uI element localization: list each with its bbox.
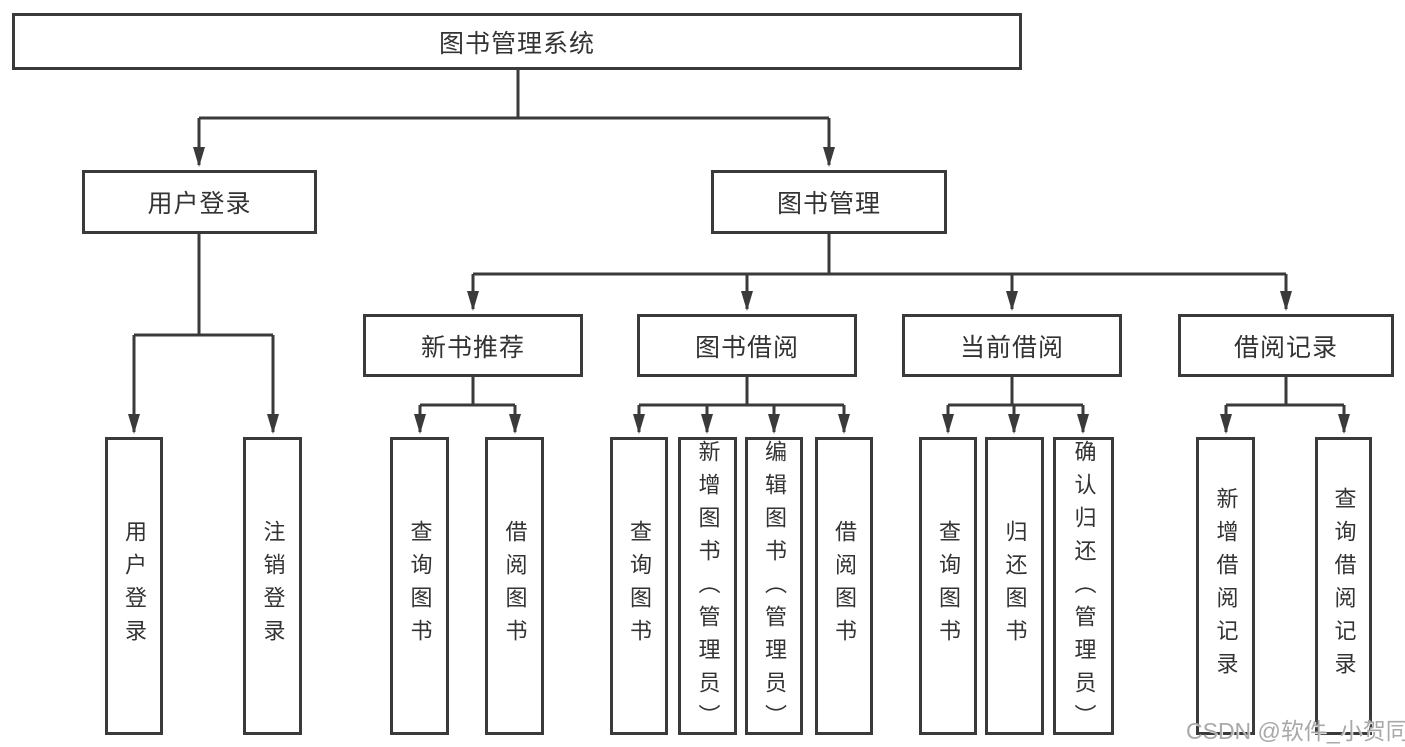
leaf-query-books-nb: 查询图书 [390, 437, 449, 735]
node-borrowing-records: 借阅记录 [1178, 314, 1394, 377]
node-label: 查询借阅记录 [1331, 487, 1357, 685]
node-label: 编辑图书（管理员） [762, 440, 787, 737]
node-book-borrowing: 图书借阅 [637, 314, 857, 377]
leaf-edit-book-admin: 编辑图书（管理员） [745, 437, 803, 737]
node-root: 图书管理系统 [12, 13, 1022, 70]
node-new-book-recommendation: 新书推荐 [363, 314, 583, 377]
node-label: 新增借阅记录 [1213, 487, 1239, 685]
leaf-borrow-books-bb: 借阅图书 [815, 437, 873, 735]
leaf-add-book-admin: 新增图书（管理员） [678, 437, 737, 737]
node-label: 归还图书 [1002, 520, 1028, 652]
leaf-return-books: 归还图书 [985, 437, 1044, 735]
leaf-query-borrow-record: 查询借阅记录 [1315, 437, 1372, 735]
node-label: 当前借阅 [959, 333, 1064, 362]
leaf-query-books-bb: 查询图书 [610, 437, 668, 735]
node-user-login: 用户登录 [82, 170, 317, 234]
node-label: 用户登录 [122, 520, 147, 652]
leaf-add-borrow-record: 新增借阅记录 [1196, 437, 1255, 735]
node-label: 查询图书 [936, 520, 961, 652]
node-label: 用户登录 [147, 190, 252, 218]
watermark: CSDN @软件_小贺同学 [1186, 718, 1405, 744]
node-label: 查询图书 [407, 520, 433, 652]
node-label: 图书管理系统 [438, 29, 595, 58]
node-label: 借阅图书 [502, 520, 528, 652]
node-label: 新书推荐 [420, 333, 525, 362]
node-label: 新增图书（管理员） [695, 440, 721, 737]
node-label: 图书管理 [776, 190, 881, 218]
leaf-confirm-return-admin: 确认归还（管理员） [1053, 437, 1114, 737]
node-label: 查询图书 [627, 520, 652, 652]
leaf-logout: 注销登录 [243, 437, 302, 735]
node-book-management: 图书管理 [711, 170, 947, 234]
node-current-borrowing: 当前借阅 [902, 314, 1122, 377]
node-label: 借阅图书 [832, 520, 857, 652]
leaf-user-login: 用户登录 [105, 437, 163, 735]
leaf-borrow-books-nb: 借阅图书 [485, 437, 544, 735]
node-label: 图书借阅 [694, 333, 799, 362]
node-label: 注销登录 [260, 520, 286, 652]
node-label: 确认归还（管理员） [1071, 440, 1097, 737]
node-label: 借阅记录 [1233, 333, 1338, 362]
leaf-query-books-cb: 查询图书 [919, 437, 977, 735]
